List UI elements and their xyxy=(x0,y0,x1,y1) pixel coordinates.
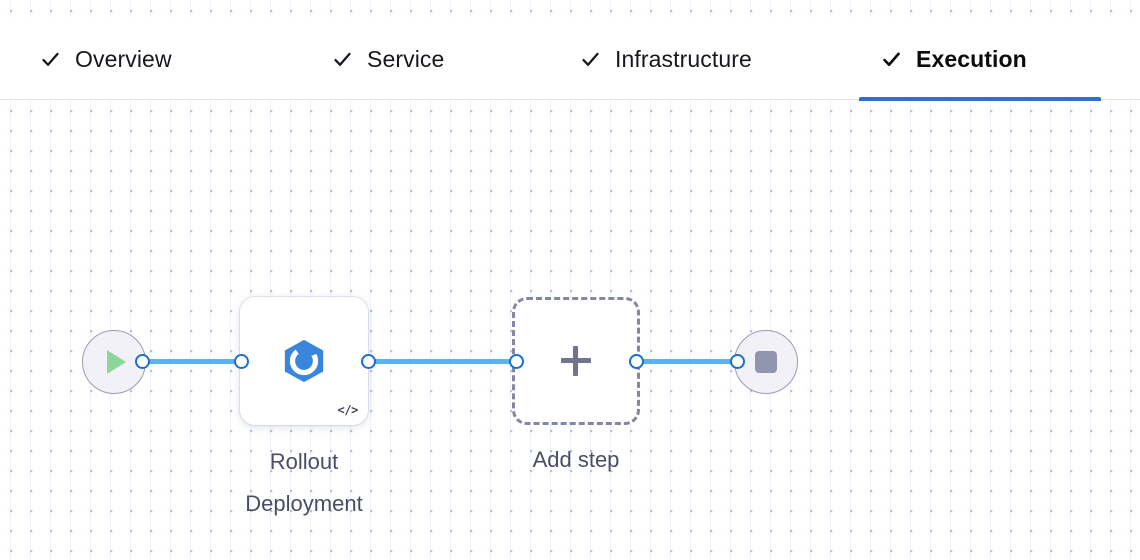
step-node-rollout-deployment[interactable]: </> xyxy=(240,297,368,425)
connection-handle-start-out[interactable] xyxy=(135,354,150,369)
edge-add-step-to-end[interactable] xyxy=(632,359,744,364)
tab-execution[interactable]: Execution xyxy=(859,18,1101,101)
execution-step-graph: </> Rollout Deployment Add step xyxy=(0,100,1140,560)
connection-handle-add-step-in[interactable] xyxy=(509,354,524,369)
check-icon xyxy=(883,52,900,66)
rollout-deployment-icon xyxy=(284,339,324,383)
connection-handle-rollout-in[interactable] xyxy=(234,354,249,369)
step-node-label-rollout-deployment: Rollout Deployment xyxy=(245,449,363,516)
check-icon xyxy=(334,52,351,66)
edge-rollout-to-add-step[interactable] xyxy=(364,359,522,364)
connection-handle-add-step-out[interactable] xyxy=(629,354,644,369)
pipeline-tab-bar: Overview Service Infrastructure Executio… xyxy=(0,18,1140,101)
tab-infrastructure[interactable]: Infrastructure xyxy=(558,18,774,100)
play-icon xyxy=(107,350,126,374)
add-step-node[interactable] xyxy=(512,297,640,425)
connection-handle-rollout-out[interactable] xyxy=(361,354,376,369)
check-icon xyxy=(42,52,59,66)
tab-label-service: Service xyxy=(367,45,445,72)
check-icon xyxy=(582,52,599,66)
edge-start-to-rollout[interactable] xyxy=(138,359,246,364)
tab-overview[interactable]: Overview xyxy=(18,18,194,100)
plus-icon xyxy=(561,346,591,376)
code-icon[interactable]: </> xyxy=(337,403,359,417)
add-step-label: Add step xyxy=(532,447,620,472)
tab-label-overview: Overview xyxy=(75,45,172,72)
connection-handle-end-in[interactable] xyxy=(730,354,745,369)
tab-label-infrastructure: Infrastructure xyxy=(615,45,752,72)
tab-label-execution: Execution xyxy=(916,45,1027,72)
tab-service[interactable]: Service xyxy=(310,18,466,100)
stop-icon xyxy=(755,351,777,373)
tab-active-indicator xyxy=(859,97,1101,101)
